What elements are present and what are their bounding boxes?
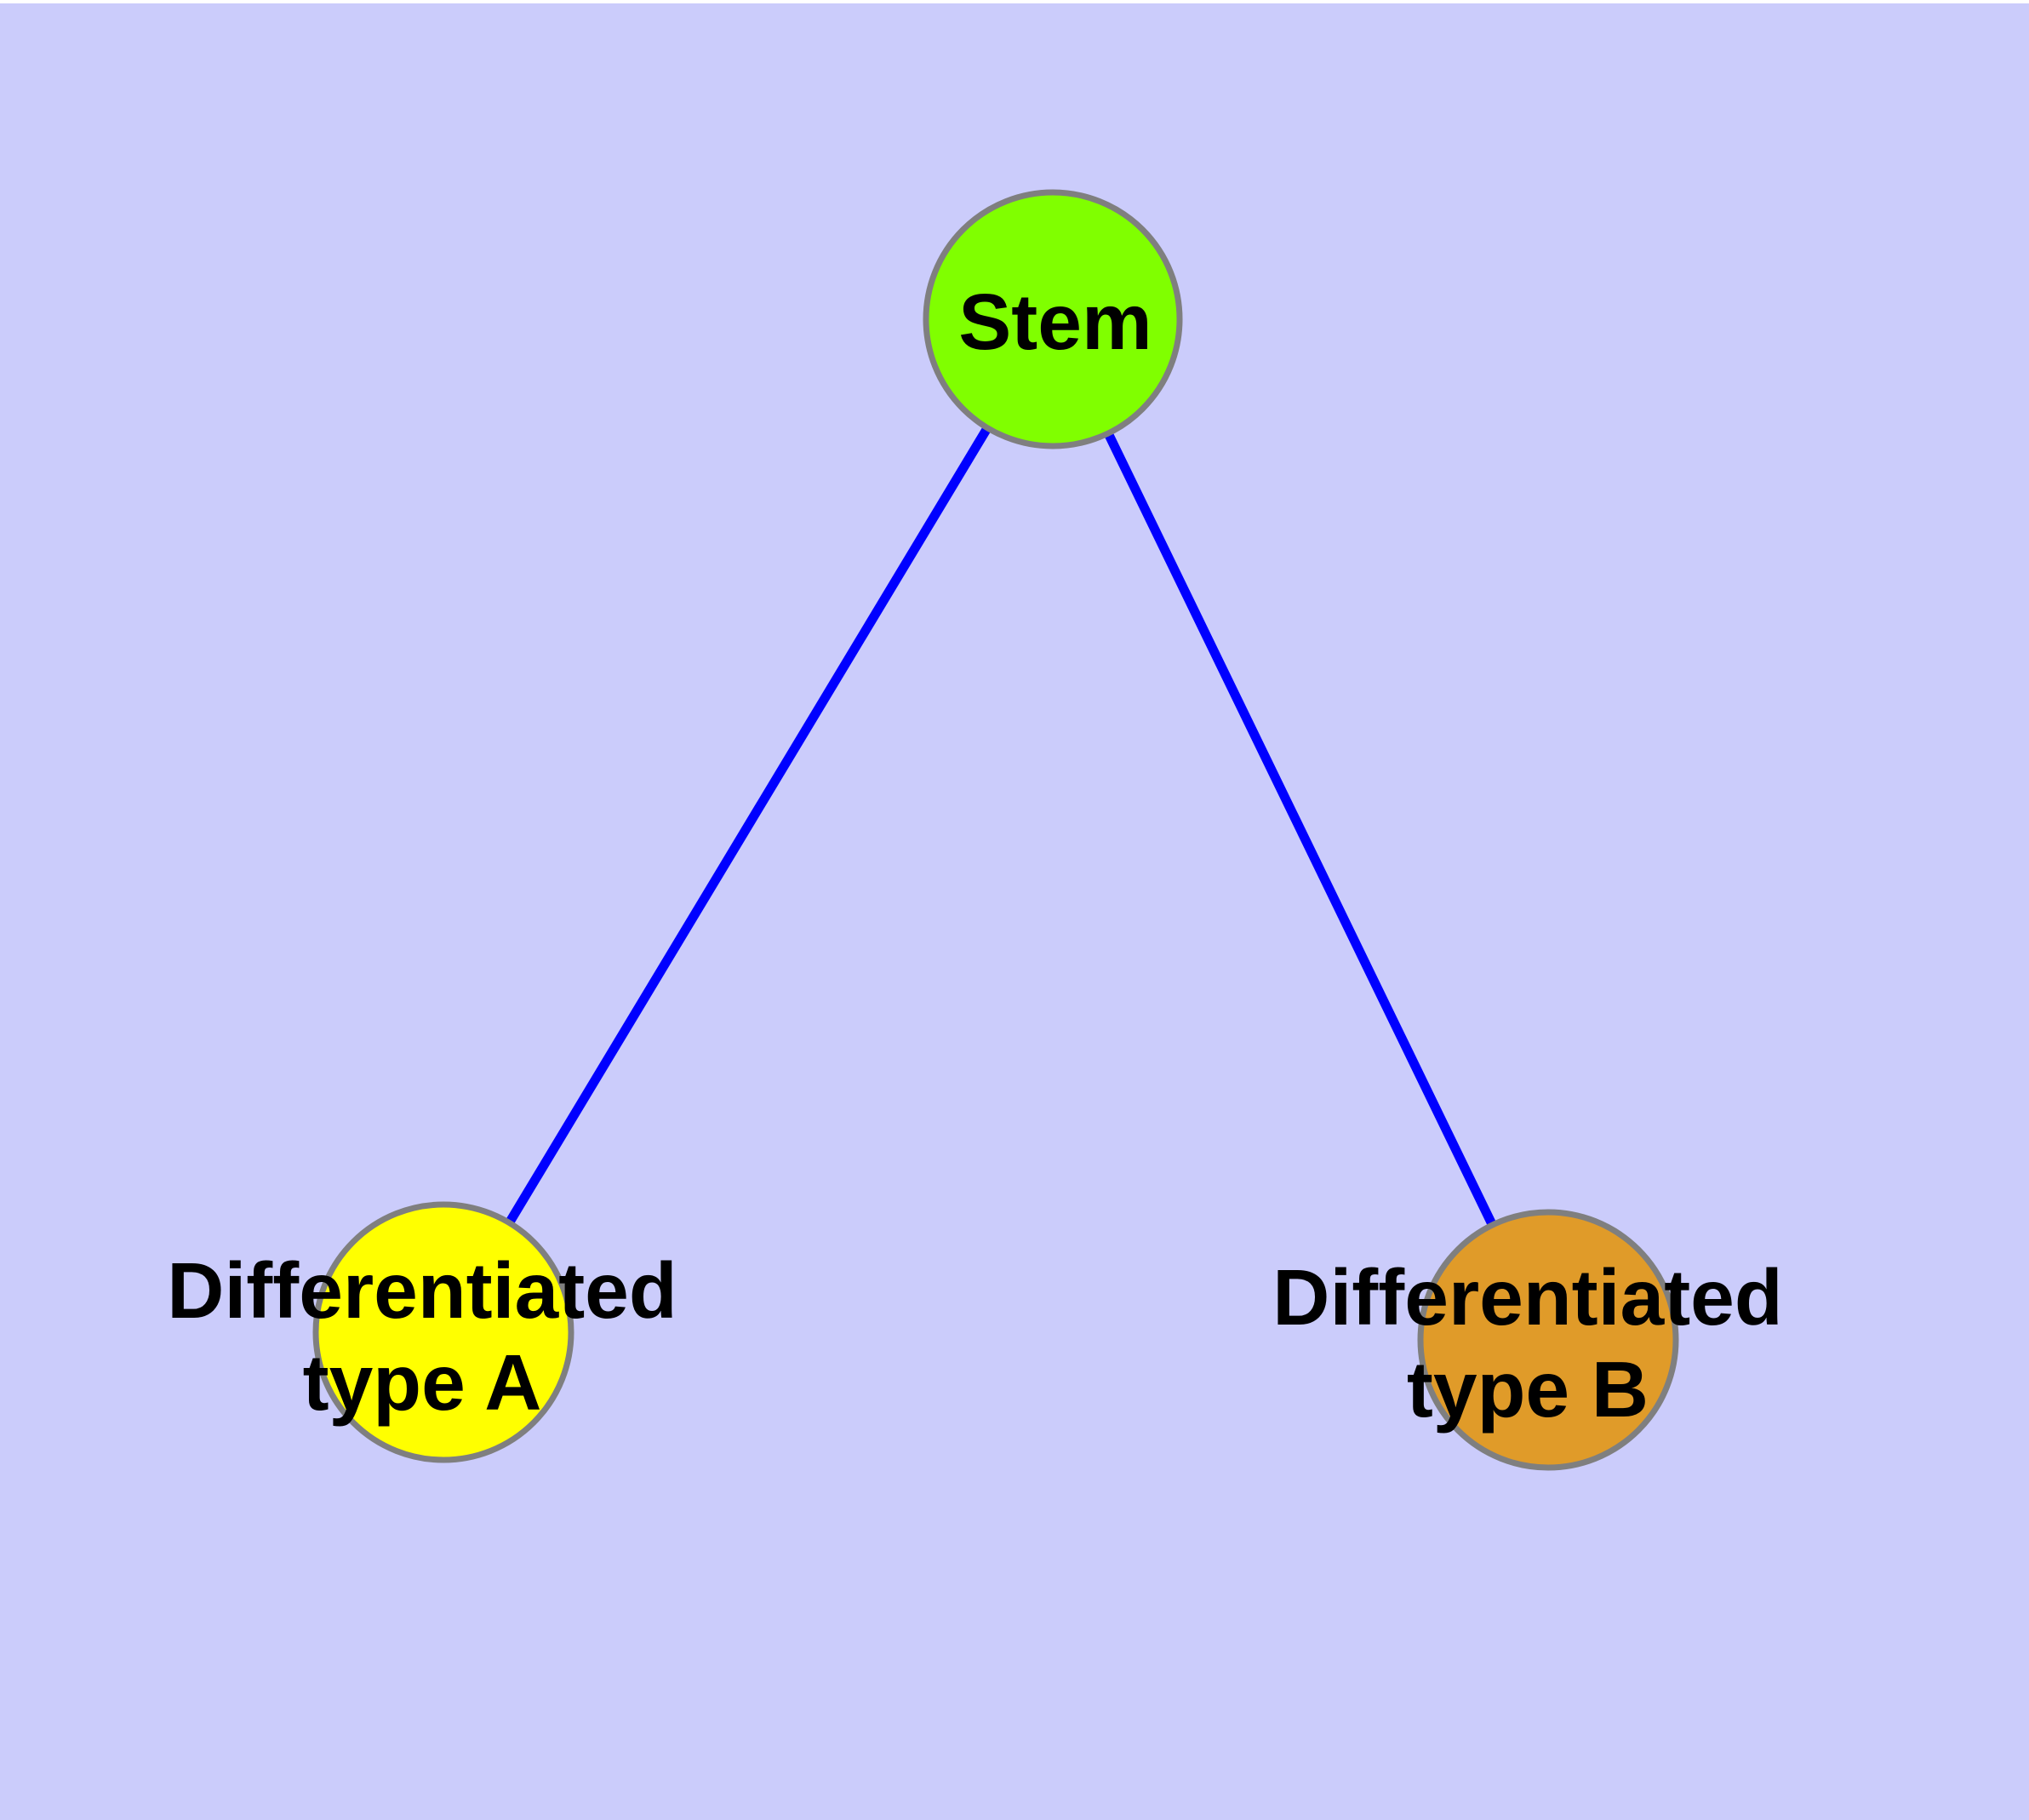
node-layer (312, 189, 1679, 1471)
node-label-stem: Stem (958, 278, 1152, 366)
edge-stem-diff_a[interactable] (439, 317, 1057, 1335)
node-label-line: Differentiated (1272, 1253, 1782, 1342)
node-label-line: type B (1407, 1345, 1649, 1434)
edge-stem-diff_b[interactable] (1049, 317, 1552, 1342)
edge-layer (439, 317, 1552, 1342)
node-label-line: type A (303, 1338, 542, 1427)
node-circle-diff_a[interactable] (312, 1201, 574, 1463)
node-circle-stem[interactable] (923, 189, 1183, 449)
node-label-line: Stem (958, 278, 1152, 366)
node-circle-diff_b[interactable] (1417, 1209, 1679, 1471)
top-white-strip (0, 0, 2029, 3)
node-label-line: Differentiated (167, 1246, 677, 1335)
